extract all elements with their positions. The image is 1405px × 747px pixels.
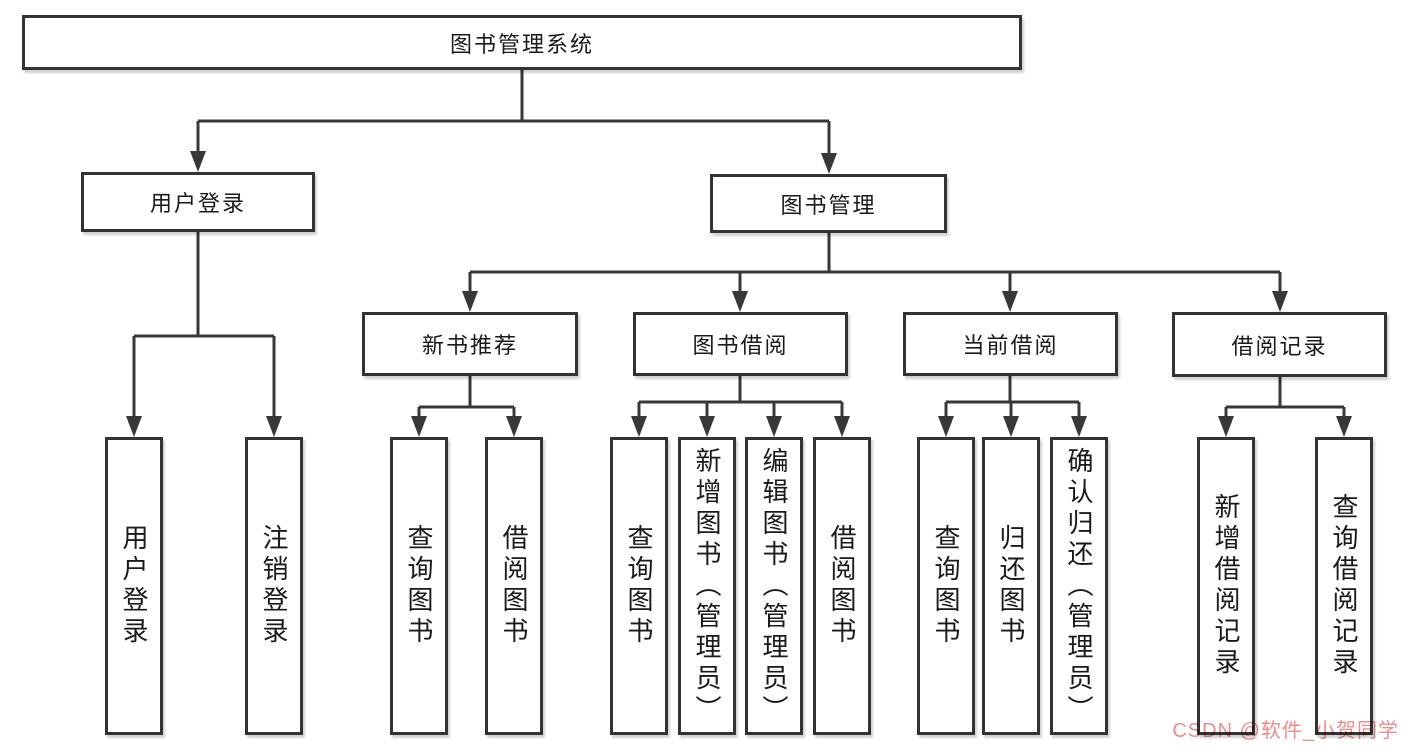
arrowhead-down-icon <box>1336 416 1352 437</box>
arrowhead-down-icon <box>1003 416 1019 437</box>
arrowhead-down-icon <box>766 416 782 437</box>
arrowhead-down-icon <box>821 153 837 174</box>
node-label: 查询图书 <box>404 524 434 648</box>
arrowhead-down-icon <box>732 291 748 312</box>
node-label: 归还图书 <box>996 524 1026 648</box>
csdn-watermark: CSDN @软件_小贺同学 <box>1172 720 1399 742</box>
arrowhead-down-icon <box>126 416 142 437</box>
leaf-query-borrow-record: 查询借阅记录 <box>1315 437 1373 735</box>
node-label: 查询借阅记录 <box>1329 493 1359 679</box>
leaf-query-books-current: 查询图书 <box>917 437 975 735</box>
leaf-query-books-borrow: 查询图书 <box>610 437 668 735</box>
connector-book-borrow-to-leaves <box>631 376 850 437</box>
node-label: 查询图书 <box>624 524 654 648</box>
arrowhead-down-icon <box>411 416 427 437</box>
leaf-confirm-return-admin: 确认归还（管理员） <box>1050 437 1108 735</box>
node-label: 查询图书 <box>931 524 961 648</box>
node-label: 注销登录 <box>259 524 289 648</box>
node-label: 借阅记录 <box>1231 333 1328 359</box>
connector-borrow-records-to-leaves <box>1218 377 1352 437</box>
node-label: 借阅图书 <box>827 524 857 648</box>
arrowhead-down-icon <box>506 416 522 437</box>
leaf-add-books-admin: 新增图书（管理员） <box>678 437 736 735</box>
arrowhead-down-icon <box>1002 291 1018 312</box>
node-library-management-system: 图书管理系统 <box>22 15 1022 70</box>
node-label: 新增图书（管理员） <box>692 446 722 726</box>
arrowhead-down-icon <box>834 416 850 437</box>
node-new-book-recommend: 新书推荐 <box>362 312 578 376</box>
arrowhead-down-icon <box>631 416 647 437</box>
connector-current-borrow-to-leaves <box>938 376 1087 437</box>
node-current-borrow: 当前借阅 <box>903 312 1118 376</box>
node-label: 确认归还（管理员） <box>1064 446 1094 726</box>
connector-book-management-to-categories <box>462 233 1288 312</box>
arrowhead-down-icon <box>1071 416 1087 437</box>
leaf-edit-books-admin: 编辑图书（管理员） <box>745 437 803 735</box>
node-label: 用户登录 <box>149 191 246 216</box>
arrowhead-down-icon <box>462 291 478 312</box>
leaf-borrow-books-recommend: 借阅图书 <box>485 437 543 735</box>
node-label: 图书借阅 <box>692 333 789 358</box>
connector-root-to-level2 <box>190 70 837 174</box>
leaf-logout: 注销登录 <box>245 437 303 735</box>
leaf-return-books: 归还图书 <box>982 437 1040 735</box>
leaf-query-books-recommend: 查询图书 <box>390 437 448 735</box>
node-label: 图书管理系统 <box>449 31 594 57</box>
arrowhead-down-icon <box>938 416 954 437</box>
node-label: 当前借阅 <box>962 333 1059 358</box>
node-label: 图书管理 <box>780 192 877 218</box>
arrowhead-down-icon <box>699 416 715 437</box>
node-label: 借阅图书 <box>499 524 529 648</box>
leaf-add-borrow-record: 新增借阅记录 <box>1197 437 1255 735</box>
node-label: 新增借阅记录 <box>1211 493 1241 679</box>
node-label: 新书推荐 <box>421 333 518 358</box>
node-borrow-records: 借阅记录 <box>1172 312 1387 377</box>
arrowhead-down-icon <box>190 151 206 172</box>
leaf-user-login: 用户登录 <box>105 437 163 735</box>
leaf-borrow-books: 借阅图书 <box>813 437 871 735</box>
node-label: 用户登录 <box>119 524 149 648</box>
connector-new-book-recommend-to-leaves <box>411 376 522 437</box>
arrowhead-down-icon <box>266 416 282 437</box>
arrowhead-down-icon <box>1272 291 1288 312</box>
connector-user-login-to-leaves <box>126 232 282 437</box>
node-book-borrow: 图书借阅 <box>633 312 848 376</box>
arrowhead-down-icon <box>1218 416 1234 437</box>
node-user-login: 用户登录 <box>81 172 315 232</box>
node-book-management: 图书管理 <box>710 174 947 233</box>
node-label: 编辑图书（管理员） <box>759 446 789 726</box>
